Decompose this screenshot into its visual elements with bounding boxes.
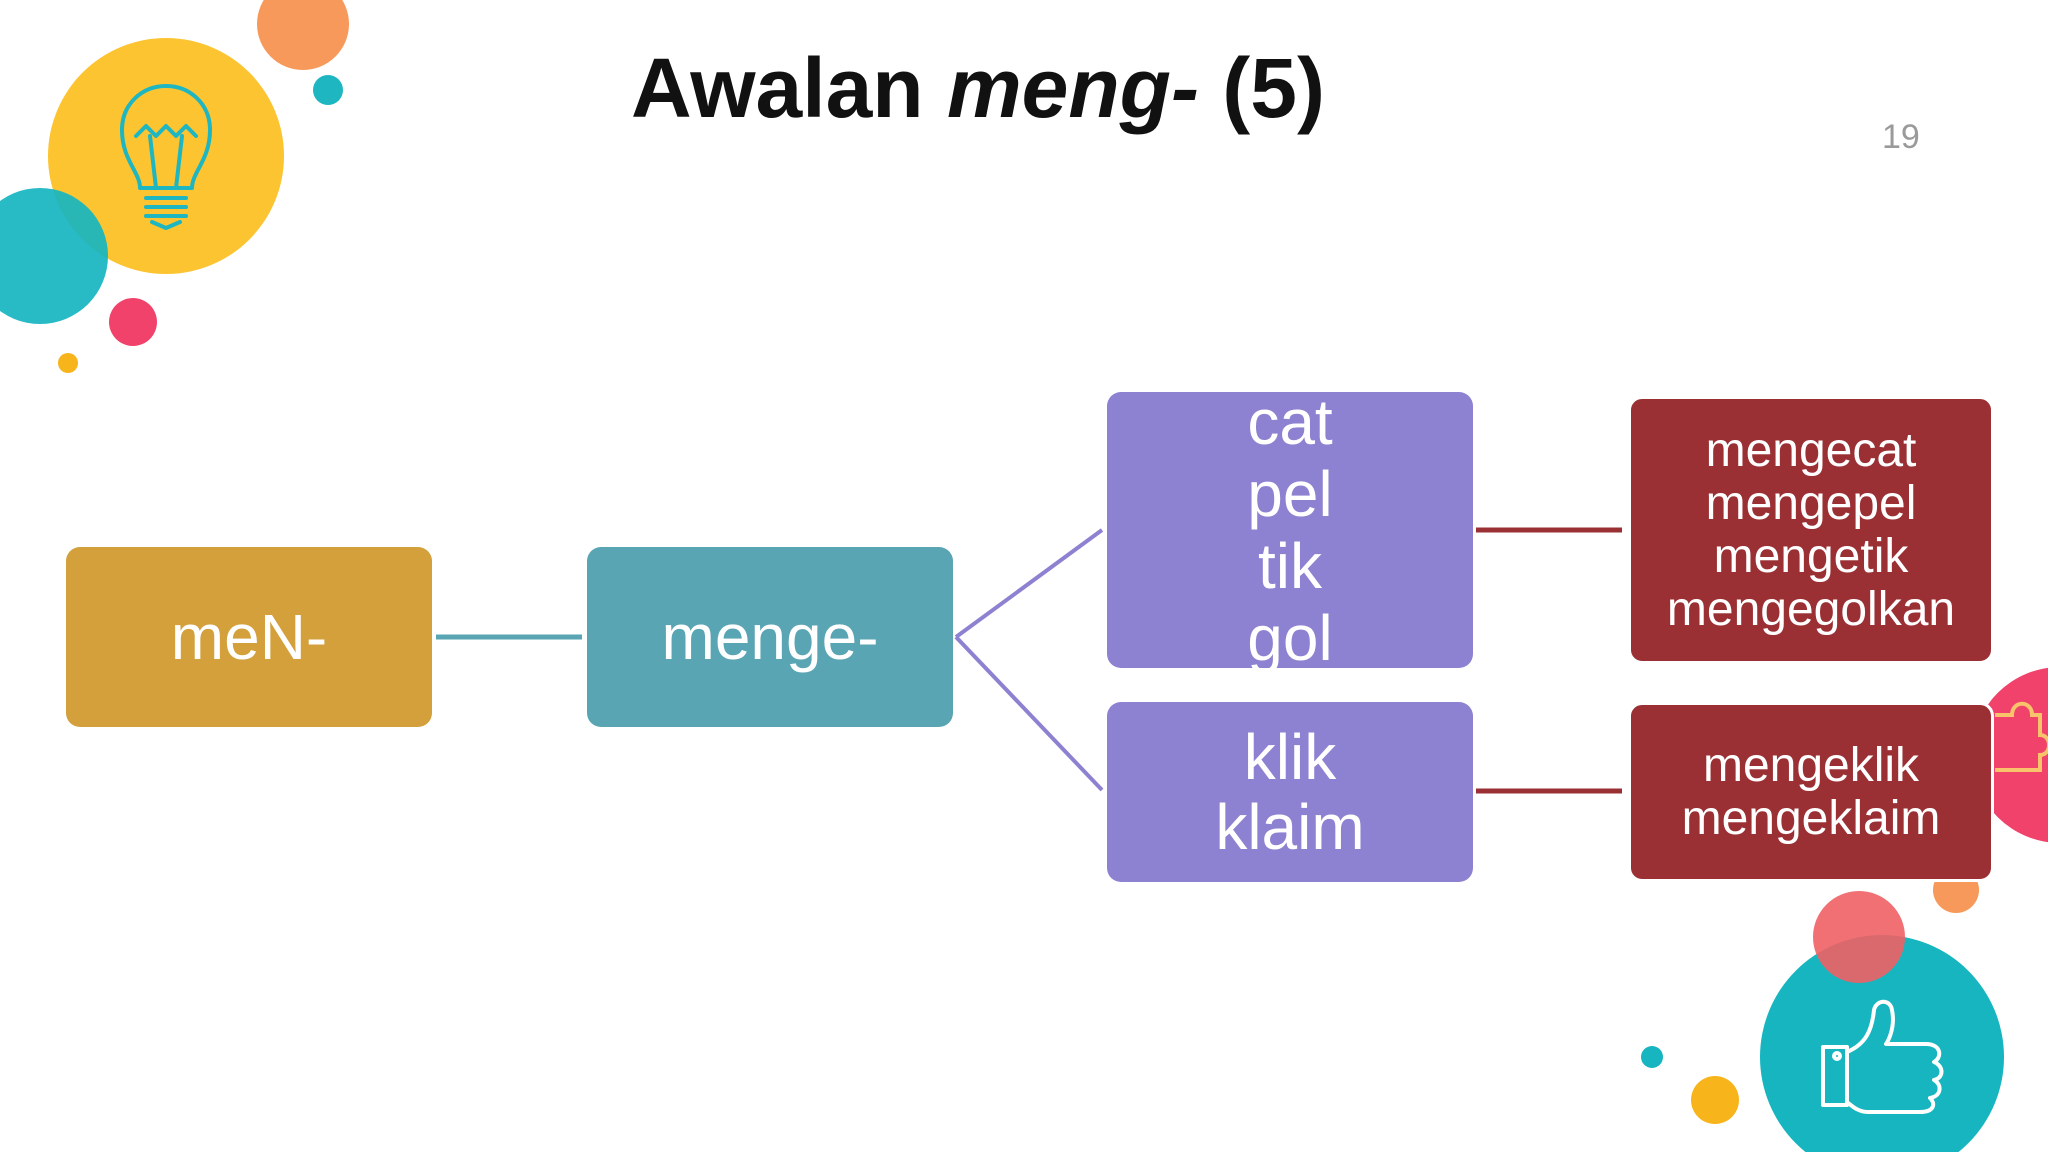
result-word: mengeklaim [1681,792,1941,845]
connector-menge-to-roots-a [954,528,1104,639]
root-word: pel [1247,458,1333,530]
root-word: klaim [1215,791,1365,863]
root-word: klik [1243,721,1337,793]
root-word: cat [1247,386,1333,458]
result-word: mengegolkan [1666,583,1956,636]
title-emphasis: meng- [946,41,1199,135]
page-number: 19 [1882,118,1920,156]
root-word: gol [1247,602,1333,674]
title-suffix: (5) [1198,41,1325,135]
result-word: mengepel [1705,477,1917,530]
result-word: mengetik [1713,530,1909,583]
connector-menge-to-roots-b [954,635,1104,792]
variant-node-label: menge- [661,601,879,673]
result-word: mengecat [1705,424,1917,477]
result-group-node: mengecat mengepel mengetik mengegolkan [1628,396,1994,664]
result-group-node: mengeklik mengeklaim [1628,702,1994,882]
root-group-node: cat pel tik gol [1107,386,1473,674]
root-group-node: klik klaim [1107,702,1473,882]
slide-title: Awalan meng- (5) [0,38,1956,138]
root-word: tik [1258,530,1322,602]
prefix-node: meN- [66,547,432,727]
result-word: mengeklik [1702,739,1920,792]
variant-node: menge- [587,547,953,727]
prefix-node-label: meN- [170,601,328,673]
title-prefix: Awalan [631,41,947,135]
